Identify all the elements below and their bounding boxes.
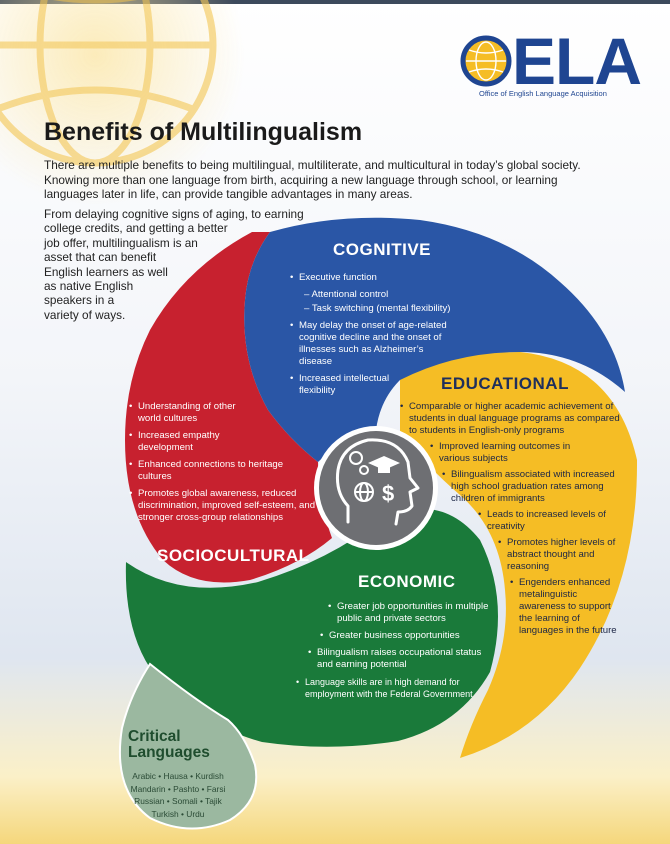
intro-line: From delaying cognitive signs of aging, … bbox=[44, 207, 304, 221]
intro-line: speakers in a bbox=[44, 293, 115, 308]
educational-list: Comparable or higher academic achievemen… bbox=[400, 401, 630, 641]
list-item: Engenders enhanced metalinguistic awaren… bbox=[510, 577, 619, 637]
list-item: Enhanced connections to heritage culture… bbox=[129, 459, 298, 483]
intro-line: job offer, multilingualism is an bbox=[44, 235, 198, 250]
intro-line: variety of ways. bbox=[44, 307, 126, 322]
top-border bbox=[0, 0, 670, 4]
cognitive-heading: COGNITIVE bbox=[333, 240, 432, 259]
list-item: Executive function bbox=[290, 272, 470, 284]
list-item: Understanding of other world cultures bbox=[129, 401, 253, 425]
oela-logo: ELA bbox=[462, 28, 642, 94]
language-row: Turkish • Urdu bbox=[151, 808, 205, 819]
economic-heading: ECONOMIC bbox=[358, 572, 456, 591]
graduation-cap-icon bbox=[368, 456, 400, 473]
list-item: Leads to increased levels of creativity bbox=[478, 509, 622, 533]
critical-languages-title: Critical Languages bbox=[128, 729, 210, 761]
intro-paragraph: There are multiple benefits to being mul… bbox=[44, 158, 581, 201]
head-icon bbox=[336, 438, 420, 526]
language-row: Russian • Somali • Tajik bbox=[134, 796, 222, 807]
list-item: Bilingualism associated with increased h… bbox=[442, 469, 626, 505]
list-subitem: – Attentional control bbox=[304, 289, 389, 300]
oela-logo-globe-icon bbox=[460, 35, 512, 87]
world-icon bbox=[354, 482, 374, 502]
intro-line: college credits, and getting a better bbox=[44, 221, 228, 236]
globe-icon bbox=[0, 0, 245, 205]
intro-line: as native English bbox=[44, 279, 134, 294]
critical-title-line: Languages bbox=[128, 744, 210, 761]
language-row: Mandarin • Pashto • Farsi bbox=[130, 783, 226, 794]
dollar-icon: $ bbox=[382, 481, 394, 506]
critical-title-line: Critical bbox=[128, 728, 181, 745]
page-title: Benefits of Multilingualism bbox=[44, 118, 363, 146]
list-item: Greater job opportunities in multiple pu… bbox=[328, 601, 502, 625]
list-item: Increased empathy development bbox=[129, 430, 238, 454]
sociocultural-list: Understanding of other world cultures In… bbox=[129, 401, 315, 529]
oela-logo-letters: ELA bbox=[512, 24, 642, 98]
list-item: Promotes higher levels of abstract thoug… bbox=[498, 537, 625, 573]
list-item: Greater business opportunities bbox=[320, 630, 499, 642]
list-item: May delay the onset of age-related cogni… bbox=[290, 320, 459, 368]
sociocultural-heading: SOCIOCULTURAL bbox=[157, 546, 310, 565]
list-item: Improved learning outcomes in various su… bbox=[430, 441, 589, 465]
gears-icon bbox=[349, 451, 369, 475]
economic-list: Greater job opportunities in multiple pu… bbox=[296, 601, 496, 705]
center-emblem: $ bbox=[314, 426, 438, 550]
list-item: Bilingualism raises occupational status … bbox=[308, 647, 495, 671]
cognitive-list: Executive function – Attentional control… bbox=[290, 272, 470, 402]
list-item: Increased intellectual flexibility bbox=[290, 373, 419, 397]
language-row: Arabic • Hausa • Kurdish bbox=[132, 771, 224, 781]
list-subitem: – Task switching (mental flexibility) bbox=[304, 303, 451, 314]
intro-line: English learners as well bbox=[44, 264, 168, 279]
critical-languages-bubble bbox=[118, 662, 258, 830]
list-item: Language skills are in high demand for e… bbox=[296, 676, 477, 700]
list-item: Comparable or higher academic achievemen… bbox=[400, 401, 621, 437]
intro-continuation: From delaying cognitive signs of aging, … bbox=[44, 207, 304, 322]
intro-line: asset that can benefit bbox=[44, 250, 157, 265]
oela-logo-subtitle: Office of English Language Acquisition bbox=[479, 89, 607, 98]
list-item: Promotes global awareness, reduced discr… bbox=[129, 488, 320, 524]
critical-languages-list: Arabic • Hausa • Kurdish Mandarin • Pash… bbox=[118, 770, 238, 820]
educational-heading: EDUCATIONAL bbox=[441, 374, 569, 393]
